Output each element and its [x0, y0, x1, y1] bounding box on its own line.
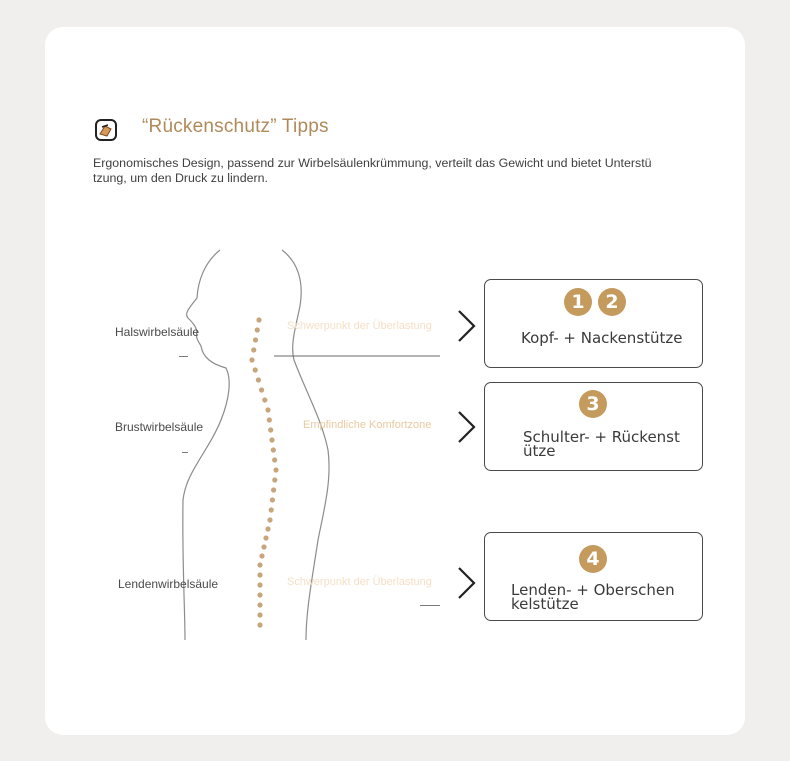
spine-dots: [249, 317, 279, 628]
dash: [179, 356, 188, 357]
support-box-lumbar-thigh: 4 Lenden- + Oberschenkelstütze: [484, 532, 703, 621]
badge-group: 1 2: [564, 288, 626, 316]
vertebra-dot: [252, 337, 259, 343]
page-title: “Rückenschutz” Tipps: [142, 116, 329, 137]
vertebra-dot: [256, 317, 262, 323]
vertebra-dot: [257, 582, 263, 588]
vertebra-dot: [252, 367, 258, 373]
body-outline-icon: [182, 249, 230, 641]
support-box-head-neck: 1 2 Kopf- + Nackenstütze: [484, 279, 703, 368]
vertebra-dot: [268, 507, 274, 513]
number-badge: 1: [564, 288, 592, 316]
vertebra-dot: [273, 467, 279, 473]
chevron-right-icon: [458, 411, 476, 443]
vertebra-dot: [254, 327, 260, 333]
chevron-right-icon: [458, 310, 476, 342]
vertebra-dot: [267, 517, 273, 523]
vertebra-dot: [257, 612, 263, 618]
vertebra-dot: [257, 572, 263, 578]
vertebra-dot: [268, 427, 274, 433]
vertebra-dot: [259, 387, 265, 393]
spine-label-lumbar: Lendenwirbelsäule: [118, 577, 219, 591]
spine-label-cervical: Halswirbelsäule: [115, 325, 200, 339]
vertebra-dot: [257, 622, 263, 628]
support-box-label: Schulter- + Rückenstütze: [523, 428, 680, 460]
vertebra-dot: [265, 407, 271, 413]
support-box-label: Kopf- + Nackenstütze: [521, 329, 683, 347]
vertebra-dot: [262, 397, 268, 403]
page-description: Ergonomisches Design, passend zur Wirbel…: [93, 156, 652, 185]
number-badge: 2: [598, 288, 626, 316]
vertebra-dot: [271, 487, 277, 493]
vertebra-dot: [263, 535, 269, 541]
callout-text: Empfindliche Komfortzone: [303, 419, 432, 431]
badge-group: 3: [579, 390, 607, 418]
vertebra-dot: [249, 357, 255, 363]
callout-text: Schwerpunkt der Überlastung: [287, 576, 432, 588]
vertebra-dot: [257, 562, 263, 568]
vertebra-dot: [269, 497, 275, 503]
dash: [182, 452, 188, 453]
vertebra-dot: [265, 526, 271, 532]
spine-label-thoracic: Brustwirbelsäule: [115, 420, 204, 434]
vertebra-dot: [261, 544, 267, 550]
vertebra-dot: [257, 602, 263, 608]
vertebra-dot: [269, 437, 275, 443]
number-badge: 3: [579, 390, 607, 418]
brochure-icon: [95, 119, 117, 141]
badge-group: 4: [579, 545, 607, 573]
support-box-shoulder-back: 3 Schulter- + Rückenstütze: [484, 382, 703, 471]
vertebra-dot: [272, 457, 278, 463]
vertebra-dot: [257, 592, 263, 598]
support-box-label: Lenden- + Oberschenkelstütze: [511, 581, 675, 613]
vertebra-dot: [255, 377, 261, 383]
vertebra-dot: [272, 477, 278, 483]
callout-text: Schwerpunkt der Überlastung: [287, 320, 432, 332]
number-badge: 4: [579, 545, 607, 573]
dash: [420, 605, 440, 606]
vertebra-dot: [266, 417, 272, 423]
vertebra-dot: [270, 447, 276, 453]
vertebra-dot: [259, 553, 265, 559]
chevron-right-icon: [458, 567, 476, 599]
vertebra-dot: [251, 347, 257, 353]
